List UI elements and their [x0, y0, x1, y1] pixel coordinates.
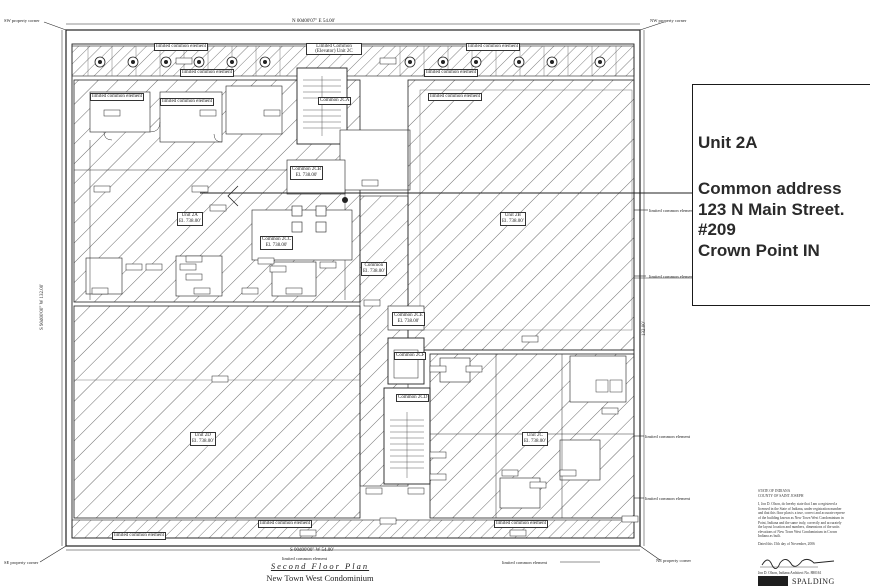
cert-state: STATE OF INDIANA	[758, 489, 791, 493]
cert-body-line: and that this floor plan is a true, corr…	[758, 511, 845, 516]
logo-mark-icon	[758, 576, 788, 586]
logo-brand: SPALDING	[792, 577, 835, 586]
core-2cc	[251, 209, 353, 261]
cert-body-line: licensed in the State of Indiana, under …	[758, 506, 842, 511]
plan-title: Second Floor Plan	[270, 561, 370, 571]
unit-2b-interior-line	[419, 89, 633, 331]
south-bearing: S 00d00'00" W 54.00'	[290, 548, 334, 553]
ne-property-corner-label: NE property corner	[656, 558, 691, 563]
core-2cf-elevator	[387, 337, 425, 385]
lce-label-bottom-left: limited common element	[258, 520, 312, 528]
unit-2d-area	[73, 305, 361, 519]
lce-label-top-right: limited common element	[466, 43, 520, 51]
callout-unit-label: Unit 2A	[698, 133, 758, 152]
bottom-lce-strip	[71, 519, 635, 539]
cert-body-line: the layout location and numbers, dimensi…	[758, 525, 840, 530]
cert-body-line: I, Jon D. Olson, do hereby state that I …	[758, 502, 838, 507]
plan-subtitle: New Town West Condominium	[266, 573, 374, 583]
signature-mark	[760, 558, 835, 569]
callout-address-line-4: Crown Point IN	[698, 240, 820, 260]
lce-label-bottom-center: limited common element	[282, 556, 327, 561]
west-bearing: S 90d00'00" W 132.00'	[40, 283, 45, 330]
lce-label-east-3: limited common element	[645, 434, 690, 439]
se-property-corner-label: SE property corner	[4, 560, 39, 565]
cert-body-line: Point, Indiana and the same truly, corre…	[758, 520, 842, 525]
lce-label-east-1: limited common element	[649, 208, 694, 213]
lce-label-east-2: limited common element	[649, 274, 694, 279]
plan-title-block: Second Floor Plan New Town West Condomin…	[230, 561, 410, 583]
lce-label-top-left: limited common element	[154, 43, 208, 51]
lce-label-bottom-right-2: limited common element	[502, 560, 547, 565]
callout-address-line-2: 123 N Main Street.	[698, 199, 845, 219]
unit-address-callout: Unit 2A Common address 123 N Main Street…	[692, 84, 870, 306]
common-2cf-label: Common 2CF	[394, 352, 427, 360]
cert-dated: Dated this 15th day of November, 2006	[758, 541, 815, 546]
property-boundary	[65, 29, 641, 547]
north-bearing: N 00d00'07" E 54.00'	[292, 19, 336, 24]
lce-label-top-left-2: limited common element	[180, 69, 234, 77]
architect-certificate: STATE OF INDIANA COUNTY OF SAINT JOSEPH …	[758, 489, 870, 547]
sw-property-corner-label: SW property corner	[4, 18, 40, 23]
lce-label-top-right-2: limited common element	[424, 69, 478, 77]
lce-label-unit-2a-1: limited common element	[90, 93, 144, 101]
lce-label-unit-2a-2: limited common element	[160, 98, 214, 106]
cert-body-line: elevations of New Town West Condominium …	[758, 529, 838, 534]
cert-signer: Jon D. Olson, Indiana Architect No. 8801…	[758, 571, 822, 575]
nw-property-corner-label: NW property corner	[650, 18, 687, 23]
lce-label-bottom-right: limited common element	[494, 520, 548, 528]
common-2cd-label: Common 2CD	[396, 394, 430, 402]
lce-label-east-4: limited common element	[645, 496, 690, 501]
cert-body-line: of the building known as New Town West C…	[758, 515, 844, 520]
cert-body-line: Indiana as built.	[758, 534, 782, 539]
common-2ca-label: Common 2CA	[318, 97, 352, 105]
callout-address: Common address 123 N Main Street. #209 C…	[698, 179, 844, 261]
lce-label-elevator: Limited Common (Elevator) Unit 2C	[306, 43, 362, 55]
east-bearing: 132.00'	[642, 321, 647, 336]
cert-county: COUNTY OF SAINT JOSEPH	[758, 493, 804, 498]
callout-address-line-3: #209	[698, 220, 736, 239]
firm-logo: SPALDING	[758, 576, 870, 588]
lce-label-bottom-left-2: limited common element	[112, 532, 166, 540]
lce-label-unit-2b: limited common element	[428, 93, 482, 101]
callout-address-line-1: Common address	[698, 179, 842, 198]
